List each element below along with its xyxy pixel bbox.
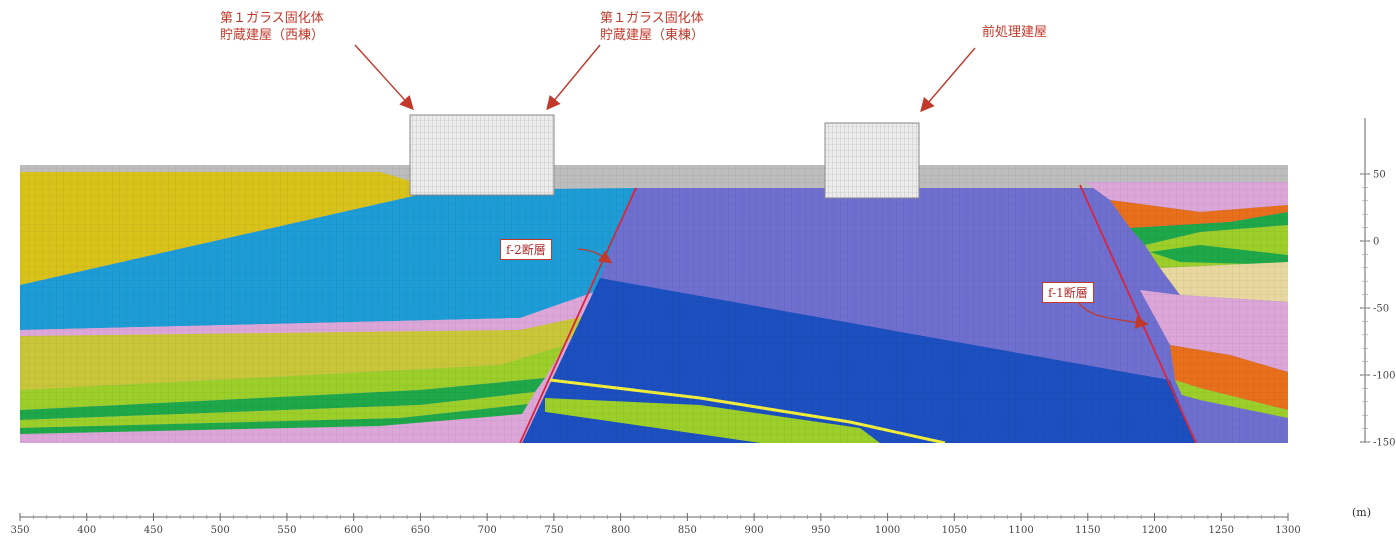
y-tick-label: -50: [1373, 304, 1389, 315]
y-axis: 50 0 -50 -100 -150: [1360, 118, 1395, 449]
x-tick-label: 700: [478, 525, 497, 536]
x-tick-label: 1200: [1142, 525, 1167, 536]
x-tick-label: 1250: [1209, 525, 1234, 536]
y-tick-label: 0: [1373, 237, 1379, 248]
label-line: 前処理建屋: [982, 25, 1048, 40]
x-tick-label: 900: [745, 525, 764, 536]
fault-label-f2: f-2断層: [500, 239, 552, 260]
x-tick-label: 1300: [1275, 525, 1300, 536]
building-west-east: [409, 114, 555, 196]
x-tick-label: 500: [211, 525, 230, 536]
x-tick-label: 600: [344, 525, 363, 536]
y-tick-label: 50: [1373, 170, 1386, 181]
arrow-east: [546, 44, 601, 111]
x-tick-label: 800: [611, 525, 630, 536]
x-tick-label: 1150: [1075, 525, 1100, 536]
fault-line-f1: [1079, 184, 1197, 443]
x-tick-label: 350: [10, 525, 29, 536]
label-line: 貯蔵建屋（西棟）: [220, 28, 325, 43]
arrow-west: [354, 44, 414, 111]
arrow-pretreatment: [920, 47, 976, 113]
fault-line-f2: [519, 187, 637, 443]
building-label-east: 第１ガラス固化体 貯蔵建屋（東棟）: [600, 10, 704, 44]
y-tick-label: -150: [1373, 438, 1395, 449]
label-line: 第１ガラス固化体: [220, 11, 324, 26]
x-axis: 350 400 450 500 550 600 650 700 750 800 850 900 950 1…: [10, 513, 1301, 536]
x-axis-unit: (m): [1352, 506, 1372, 519]
x-tick-label: 450: [144, 525, 163, 536]
y-tick-label: -100: [1373, 371, 1395, 382]
arrow-f2: [577, 248, 613, 264]
building-label-pretreatment: 前処理建屋: [982, 24, 1047, 41]
building-pretreatment: [824, 122, 920, 199]
label-line: 第１ガラス固化体: [600, 11, 704, 26]
fault-label-f1: f-1断層: [1042, 282, 1094, 303]
arrow-f1: [1077, 301, 1149, 329]
x-tick-label: 1000: [875, 525, 900, 536]
x-tick-label: 750: [544, 525, 563, 536]
x-tick-label: 1100: [1008, 525, 1033, 536]
label-line: 貯蔵建屋（東棟）: [600, 28, 705, 43]
x-tick-label: 400: [77, 525, 96, 536]
x-tick-label: 550: [277, 525, 296, 536]
x-tick-label: 1050: [942, 525, 967, 536]
x-tick-label: 650: [411, 525, 430, 536]
building-label-west: 第１ガラス固化体 貯蔵建屋（西棟）: [220, 10, 324, 44]
mesh-overlay: [20, 165, 1288, 443]
x-tick-label: 950: [811, 525, 830, 536]
x-tick-label: 850: [678, 525, 697, 536]
